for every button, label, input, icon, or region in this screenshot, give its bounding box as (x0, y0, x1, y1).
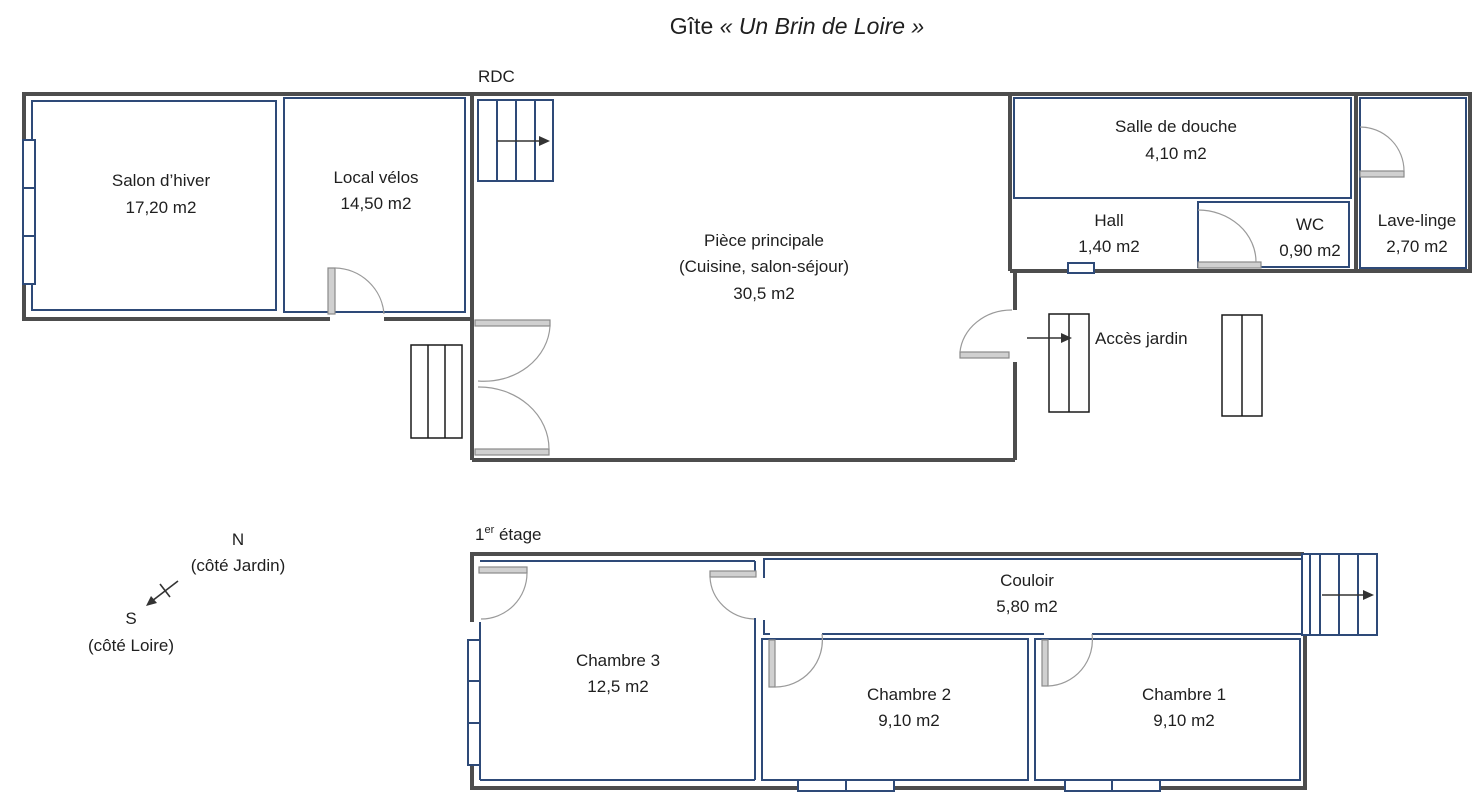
room-lave-linge-name: Lave-linge (1378, 211, 1456, 230)
compass-south: S (125, 609, 136, 628)
window-chambre3 (467, 639, 481, 766)
room-couloir-area: 5,80 m2 (996, 597, 1057, 616)
window-salon-hiver (22, 139, 36, 285)
rdc-rooms (31, 97, 1467, 313)
level-first-sup: er (484, 524, 494, 536)
room-chambre3-area: 12,5 m2 (587, 677, 648, 696)
room-lave-linge-area: 2,70 m2 (1386, 237, 1447, 256)
room-wc-area: 0,90 m2 (1279, 241, 1340, 260)
level-first-rest: étage (494, 525, 541, 544)
room-piece-principale-sub: (Cuisine, salon-séjour) (679, 257, 849, 276)
compass-north-note: (côté Jardin) (191, 556, 285, 575)
level-label-rdc: RDC (478, 67, 515, 86)
room-local-velos-name: Local vélos (333, 168, 418, 187)
room-salle-douche-name: Salle de douche (1115, 117, 1237, 136)
room-hall-name: Hall (1094, 211, 1123, 230)
room-chambre2-area: 9,10 m2 (878, 711, 939, 730)
level-label-first-floor: 1er étage (475, 524, 542, 544)
doors-rdc (327, 126, 1405, 456)
room-piece-principale-name: Pièce principale (704, 231, 824, 250)
compass-north: N (232, 530, 244, 549)
steps-entrance (410, 344, 463, 439)
level-first-number: 1 (475, 525, 484, 544)
compass: N (côté Jardin) S (côté Loire) (88, 530, 285, 655)
room-couloir-name: Couloir (1000, 571, 1054, 590)
stairs-rdc (477, 99, 554, 182)
room-chambre3-name: Chambre 3 (576, 651, 660, 670)
room-chambre2-name: Chambre 2 (867, 685, 951, 704)
plan-title-name: « Un Brin de Loire » (720, 13, 925, 39)
room-wc-name: WC (1296, 215, 1324, 234)
room-salon-hiver-name: Salon d’hiver (112, 171, 211, 190)
window-hall (1067, 262, 1095, 274)
first-floor-walls (470, 552, 1307, 790)
room-piece-principale-area: 30,5 m2 (733, 284, 794, 303)
stairs-first-floor (1301, 553, 1378, 636)
doors-first-floor (478, 566, 1093, 688)
room-chambre1-name: Chambre 1 (1142, 685, 1226, 704)
compass-south-note: (côté Loire) (88, 636, 174, 655)
plan-title: Gîte « Un Brin de Loire » (670, 13, 924, 39)
room-salle-douche-area: 4,10 m2 (1145, 144, 1206, 163)
steps-garden (1027, 313, 1090, 413)
plan-title-prefix: Gîte (670, 13, 720, 39)
steps-garden-2 (1221, 314, 1263, 417)
room-salon-hiver-area: 17,20 m2 (126, 198, 197, 217)
room-hall-area: 1,40 m2 (1078, 237, 1139, 256)
room-local-velos-area: 14,50 m2 (341, 194, 412, 213)
label-acces-jardin: Accès jardin (1095, 329, 1188, 348)
room-chambre1-area: 9,10 m2 (1153, 711, 1214, 730)
